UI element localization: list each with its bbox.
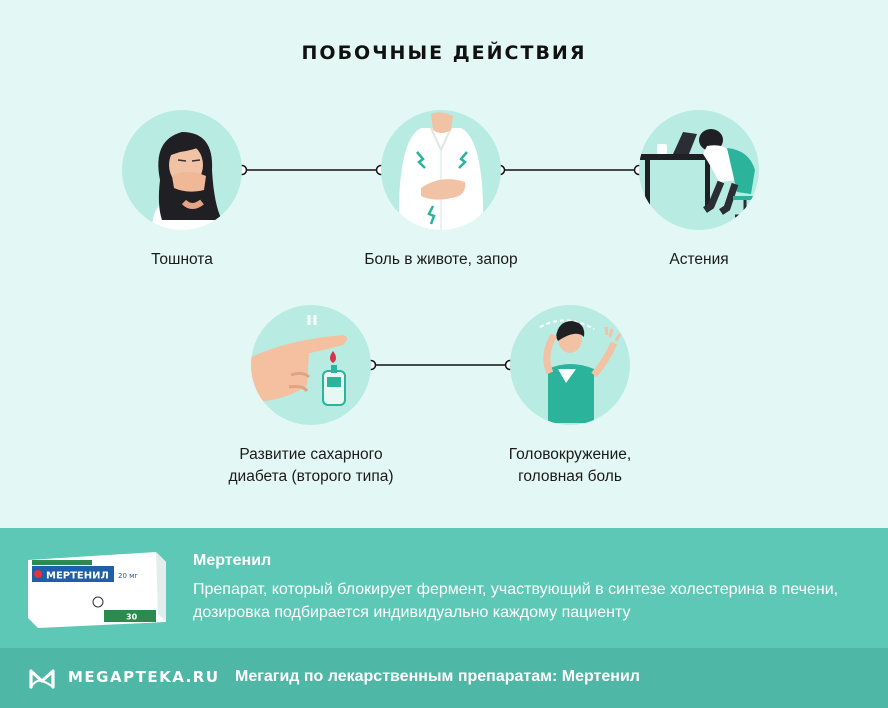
drug-package-image: МЕРТЕНИЛ 20 мг 30 xyxy=(28,552,166,628)
guide-caption: Мегагид по лекарственным препаратам: Мер… xyxy=(235,668,640,685)
drug-box-brand: МЕРТЕНИЛ xyxy=(46,571,109,582)
tired-person-at-desk-illustration xyxy=(639,110,759,230)
dizzy-woman-illustration xyxy=(510,305,630,425)
drug-name: Мертенил xyxy=(193,552,272,569)
blood-glucose-test-illustration xyxy=(251,305,371,425)
site-logo-text[interactable]: MEGAPTEKA.RU xyxy=(68,668,220,686)
effect-label-dizziness-line2: головная боль xyxy=(518,468,622,485)
effect-label-nausea: Тошнота xyxy=(151,251,213,268)
effect-label-asthenia: Астения xyxy=(669,251,729,268)
effect-label-diabetes-line2: диабета (второго типа) xyxy=(228,468,394,485)
effect-label-diabetes-line1: Развитие сахарного xyxy=(239,446,383,463)
page-title: ПОБОЧНЫЕ ДЕЙСТВИЯ xyxy=(301,42,587,64)
nausea-woman-illustration xyxy=(122,110,242,230)
drug-box-count: 30 xyxy=(126,613,138,622)
drug-box-dose: 20 мг xyxy=(118,572,138,580)
stomach-pain-illustration xyxy=(381,110,501,230)
drug-description: Препарат, который блокирует фермент, уча… xyxy=(193,581,839,621)
effect-label-stomach-pain: Боль в животе, запор xyxy=(364,251,518,268)
drug-info-band: МЕРТЕНИЛ 20 мг 30 Мертенил Препарат, кот… xyxy=(0,528,888,648)
effect-label-diabetes: Развитие сахарного диабета (второго типа… xyxy=(191,444,431,488)
megapteka-logo-icon[interactable] xyxy=(28,665,56,691)
footer-bar: MEGAPTEKA.RU Мегагид по лекарственным пр… xyxy=(0,648,888,708)
effect-label-dizziness-line1: Головокружение, xyxy=(508,446,632,463)
effect-label-dizziness: Головокружение, головная боль xyxy=(450,444,690,488)
